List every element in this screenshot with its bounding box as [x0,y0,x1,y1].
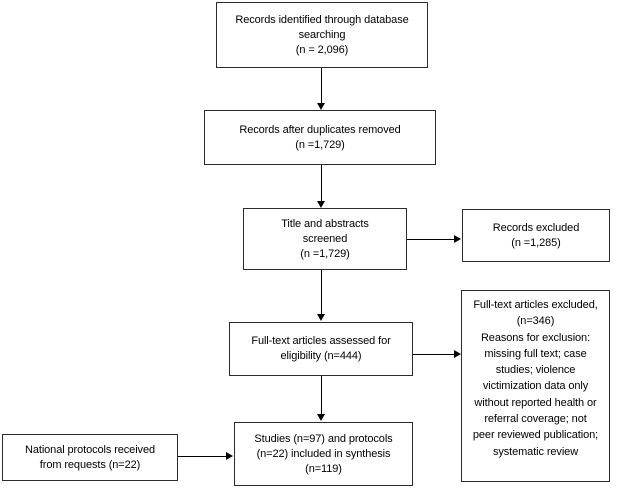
connector-duplicates-to-screened [321,165,322,201]
arrowhead-fulltext-to-included [317,414,325,421]
node-records-identified-label: Records identified through database sear… [235,13,409,56]
node-records-identified: Records identified through database sear… [216,2,428,68]
arrowhead-protocols-to-included [226,452,233,460]
node-included-synthesis: Studies (n=97) and protocols (n=22) incl… [234,422,413,486]
node-fulltext-excluded: Full-text articles excluded, (n=346) Rea… [461,290,610,482]
node-title-abstracts-screened-label: Title and abstracts screened (n =1,729) [281,217,369,260]
node-records-after-duplicates-label: Records after duplicates removed (n =1,7… [239,123,401,151]
connector-screened-to-excluded [407,239,454,240]
arrowhead-screened-to-fulltext [317,314,325,321]
node-national-protocols-label: National protocols received from request… [25,443,155,471]
connector-fulltext-to-included [321,376,322,414]
node-records-excluded: Records excluded (n =1,285) [462,209,610,262]
node-records-after-duplicates: Records after duplicates removed (n =1,7… [204,110,436,165]
arrowhead-duplicates-to-screened [317,201,325,208]
node-records-excluded-label: Records excluded (n =1,285) [492,221,580,249]
connector-identified-to-duplicates [321,68,322,103]
connector-screened-to-fulltext [321,270,322,314]
node-national-protocols: National protocols received from request… [2,434,178,481]
node-title-abstracts-screened: Title and abstracts screened (n =1,729) [243,208,407,270]
arrowhead-screened-to-excluded [454,235,461,243]
arrowhead-fulltext-to-excluded [454,350,461,358]
node-fulltext-assessed-label: Full-text articles assessed for eligibil… [251,335,391,362]
connector-protocols-to-included [178,456,226,457]
node-included-synthesis-label: Studies (n=97) and protocols (n=22) incl… [254,432,393,475]
connector-fulltext-to-excluded [413,354,454,355]
node-fulltext-excluded-label: Full-text articles excluded, (n=346) Rea… [472,299,599,458]
node-fulltext-assessed: Full-text articles assessed for eligibil… [229,322,413,376]
arrowhead-identified-to-duplicates [317,103,325,110]
